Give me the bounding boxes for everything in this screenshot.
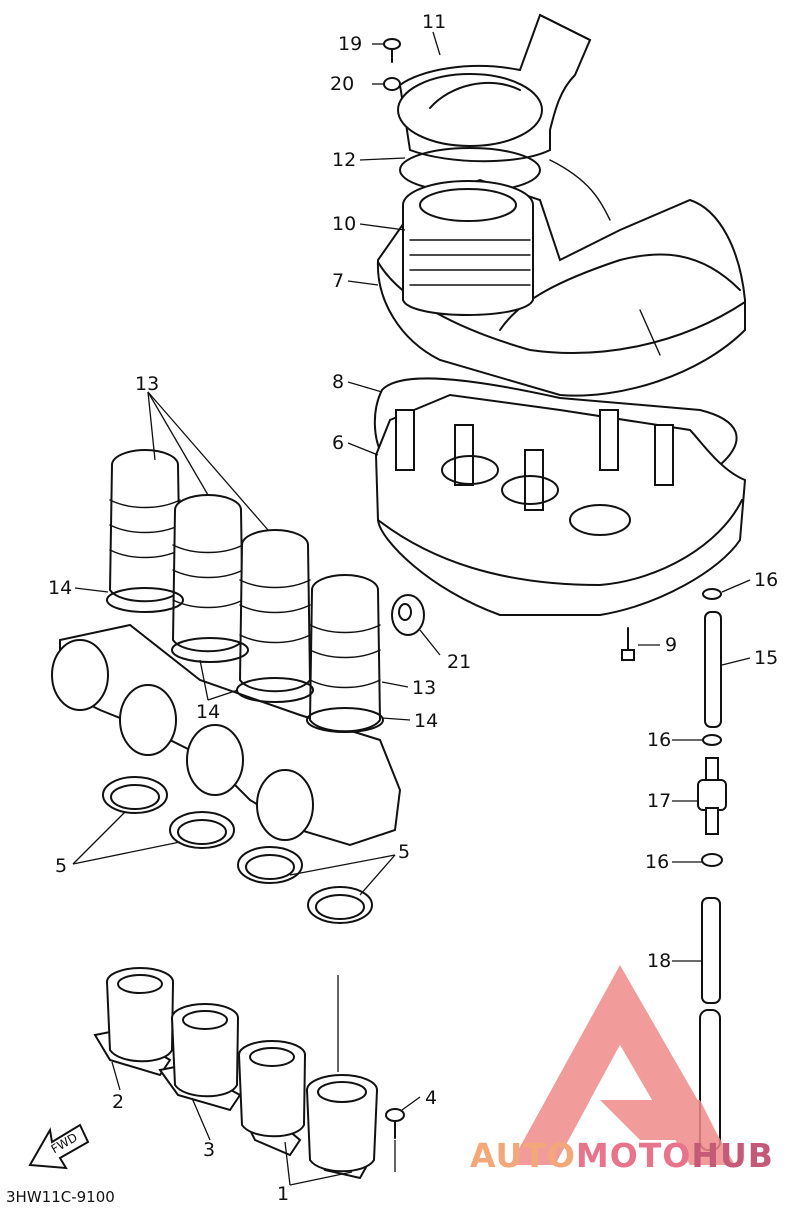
- callout-4: 4: [425, 1087, 437, 1109]
- clamp-part-5: [102, 776, 373, 924]
- airbox-case-part-6: [374, 393, 747, 616]
- callout-8: 8: [332, 371, 344, 393]
- callout-3: 3: [203, 1139, 215, 1161]
- callout-14-left: 14: [48, 577, 72, 599]
- air-duct-part-11: [397, 13, 611, 221]
- callout-13-top: 13: [135, 373, 159, 395]
- callout-7: 7: [332, 270, 344, 292]
- brand-word-moto: MOTO: [575, 1136, 692, 1175]
- callout-16-top: 16: [754, 569, 778, 591]
- carburetor-assembly: [51, 623, 402, 847]
- forward-arrow-icon: FWD: [28, 1123, 90, 1170]
- drain-plug-part-17: [697, 757, 727, 835]
- callout-labels: 1 2 3 4 5 5 6 7 8 9 10 11 12 13 13 14 14…: [48, 11, 778, 1205]
- leader-lines: [72, 31, 751, 1186]
- clip-part-16-c: [701, 853, 723, 867]
- washer-part-20: [383, 77, 401, 91]
- carburetor-joint-part-3: [158, 1003, 242, 1112]
- callout-6: 6: [332, 432, 344, 454]
- callout-14-middle: 14: [196, 701, 220, 723]
- callout-5-left: 5: [55, 855, 67, 877]
- callout-14-right: 14: [414, 710, 438, 732]
- callout-16-bottom: 16: [645, 851, 669, 873]
- callout-10: 10: [332, 213, 356, 235]
- part-code-label: 3HW11C-9100: [6, 1188, 115, 1206]
- callout-17: 17: [647, 790, 671, 812]
- callout-16-middle: 16: [647, 729, 671, 751]
- callout-13-right: 13: [412, 677, 436, 699]
- bolt-part-19: [383, 38, 401, 63]
- clip-part-16-b: [702, 734, 722, 746]
- callout-5-right: 5: [398, 841, 410, 863]
- watermark-brand: AUTOMOTOHUB: [470, 1136, 774, 1175]
- screw-part-4: [385, 1108, 405, 1139]
- brand-word-auto: AUTO: [470, 1136, 576, 1175]
- screw-part-9: [621, 627, 635, 661]
- carburetor-joint-part-1: [238, 1040, 378, 1180]
- air-filter-part-10: [402, 180, 534, 316]
- callout-15: 15: [754, 647, 778, 669]
- clip-part-16-a: [702, 588, 722, 600]
- callout-11: 11: [422, 11, 446, 33]
- callout-12: 12: [332, 149, 356, 171]
- carburetor-joint-part-2: [93, 967, 174, 1077]
- callout-9: 9: [665, 634, 677, 656]
- callout-19: 19: [338, 33, 362, 55]
- callout-2: 2: [112, 1091, 124, 1113]
- callout-1: 1: [277, 1183, 289, 1205]
- brand-word-hub: HUB: [691, 1136, 774, 1175]
- air-funnel-part-13: [108, 449, 382, 733]
- callout-18: 18: [647, 950, 671, 972]
- callout-20: 20: [330, 73, 354, 95]
- hose-part-15: [704, 611, 722, 728]
- damper-part-21: [391, 594, 425, 636]
- callout-21: 21: [447, 651, 471, 673]
- automotohub-logo-icon: [510, 965, 735, 1165]
